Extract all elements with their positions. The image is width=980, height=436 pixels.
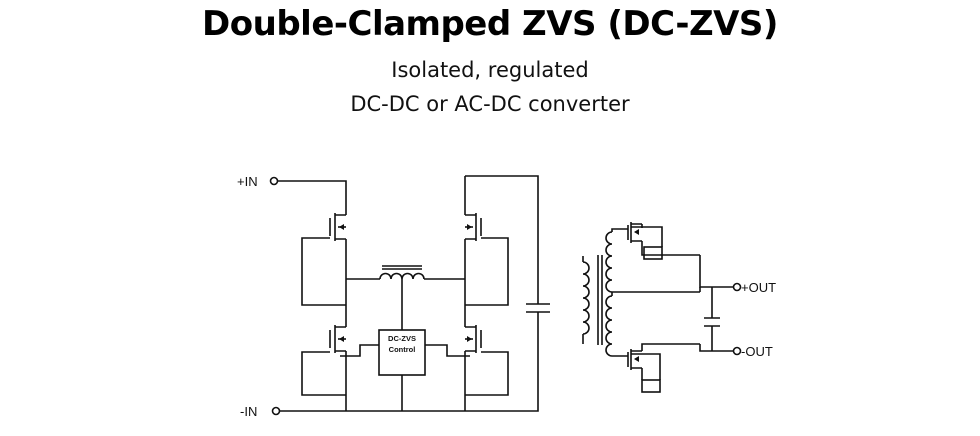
plus-out-terminal bbox=[732, 282, 742, 292]
gate-driver-top bbox=[643, 246, 663, 260]
mosfet-q2 bbox=[465, 213, 482, 241]
minus-in-label: -IN bbox=[240, 404, 257, 419]
dc-zvs-control-block: DC-ZVS Control bbox=[378, 329, 426, 376]
gate-driver-bottom bbox=[641, 379, 661, 393]
subtitle-line-2: DC-DC or AC-DC converter bbox=[350, 92, 630, 116]
plus-out-label: +OUT bbox=[741, 280, 776, 295]
control-label-line1: DC-ZVS bbox=[388, 334, 416, 343]
primary-wiring bbox=[278, 175, 539, 412]
sync-rectifier-bottom bbox=[626, 343, 700, 393]
subtitle-line-1: Isolated, regulated bbox=[391, 58, 589, 82]
output-capacitor bbox=[704, 317, 720, 327]
plus-in-label: +IN bbox=[237, 174, 258, 189]
resonant-inductor bbox=[379, 265, 425, 280]
sync-rectifier-top bbox=[626, 222, 700, 260]
plus-in-terminal bbox=[269, 176, 279, 186]
minus-out-terminal bbox=[732, 346, 742, 356]
mosfet-q4 bbox=[464, 318, 482, 370]
minus-in-terminal bbox=[271, 406, 281, 416]
mosfet-q3 bbox=[329, 318, 347, 370]
page-title: Double-Clamped ZVS (DC-ZVS) bbox=[202, 4, 778, 44]
transformer bbox=[582, 228, 700, 357]
control-label-line2: Control bbox=[389, 345, 416, 354]
minus-out-label: -OUT bbox=[741, 344, 773, 359]
primary-capacitor bbox=[526, 296, 550, 315]
input-terminals: +IN -IN bbox=[237, 174, 281, 419]
mosfet-q1 bbox=[329, 213, 346, 241]
output-stage: +OUT -OUT bbox=[699, 255, 776, 359]
